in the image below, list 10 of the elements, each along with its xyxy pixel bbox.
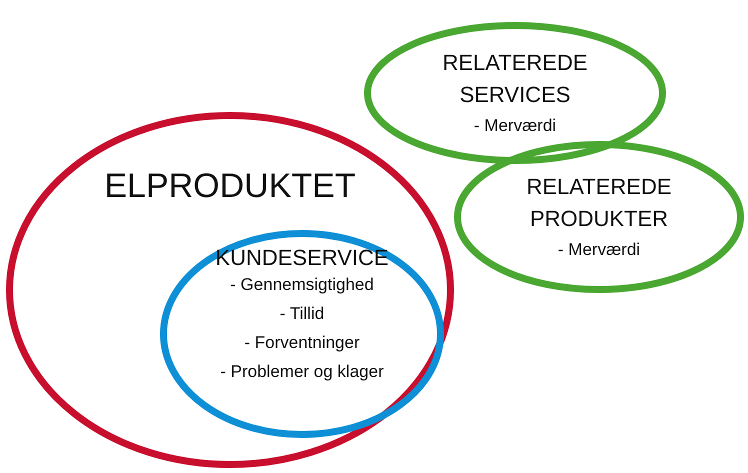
heading-text: RELATEREDE PRODUKTER	[525, 173, 673, 233]
heading-text: KUNDESERVICE	[215, 244, 389, 272]
list-item: - Forventninger	[244, 332, 360, 354]
list-item: - Tillid	[280, 303, 324, 325]
list-item: - Merværdi	[474, 115, 556, 137]
heading-text: ELPRODUKTET	[104, 166, 356, 207]
list-item: - Merværdi	[558, 239, 640, 261]
list-item: - Gennemsigtighed	[230, 274, 374, 296]
heading-text: RELATEREDE SERVICES	[441, 49, 589, 109]
list-item: - Problemer og klager	[220, 361, 384, 383]
